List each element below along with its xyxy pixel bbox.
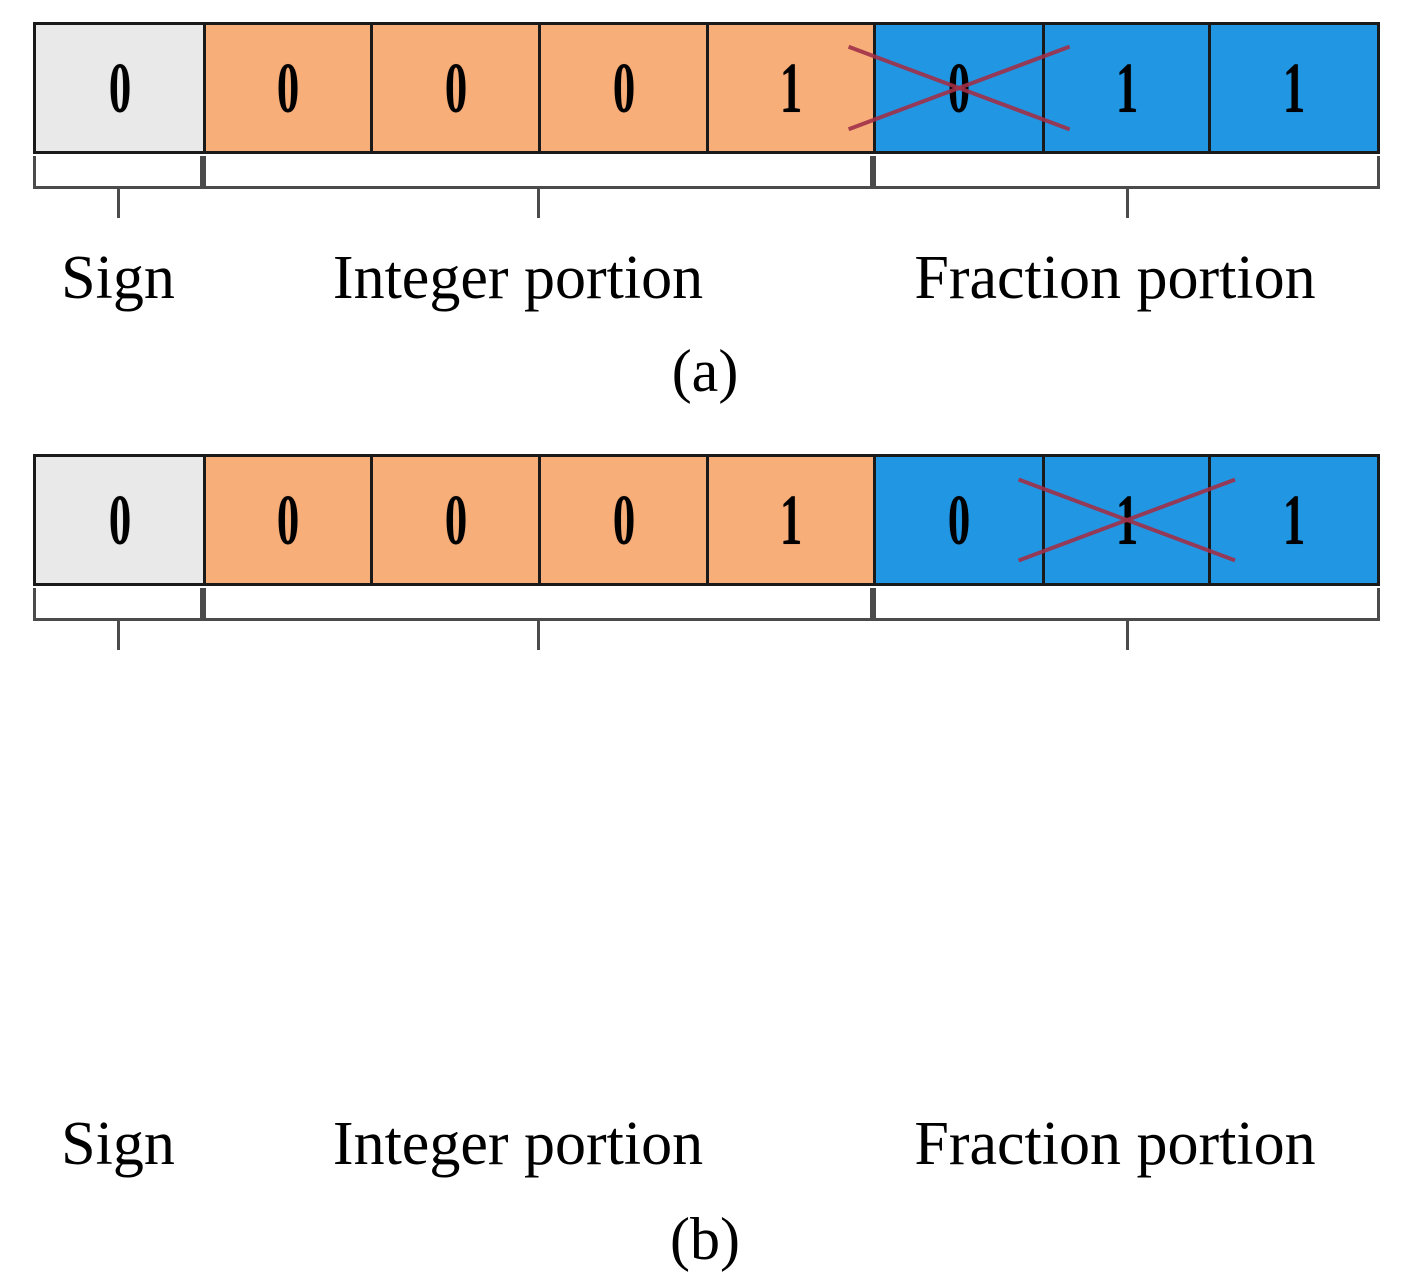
brace-layer-a [0, 156, 1410, 226]
brace-tick-right [870, 156, 873, 189]
bit-cell-a-2[interactable]: 0 [373, 25, 541, 151]
brace-tick-left [33, 588, 36, 621]
brace-pointer [117, 186, 120, 218]
bit-cell-a-7[interactable]: 1 [1211, 25, 1377, 151]
brace-tick-right [1377, 156, 1380, 189]
brace-tick-left [33, 156, 36, 189]
bit-value: 0 [947, 48, 971, 128]
brace-tick-left [873, 156, 876, 189]
label-integer-a: Integer portion [332, 244, 704, 312]
bit-field-row-a: 0 0 0 0 1 0 1 1 [33, 22, 1380, 154]
brace-tick-right [200, 156, 203, 189]
brace-pointer [537, 186, 540, 218]
brace-tick-left [873, 588, 876, 621]
bit-cell-b-2[interactable]: 0 [373, 457, 541, 583]
bit-value: 0 [444, 480, 467, 560]
brace-tick-left [203, 588, 206, 621]
bit-cell-b-3[interactable]: 0 [541, 457, 709, 583]
bit-cell-a-4[interactable]: 1 [709, 25, 876, 151]
bit-value: 1 [1115, 480, 1138, 560]
label-sign-b: Sign [61, 1110, 175, 1178]
brace-integer-a [203, 156, 873, 218]
brace-integer-b [203, 588, 873, 650]
bit-cell-b-7[interactable]: 1 [1211, 457, 1377, 583]
brace-fraction-b [873, 588, 1380, 650]
bit-value: 0 [947, 480, 971, 560]
group-labels-b: Sign Integer portion Fraction portion [0, 1104, 1410, 1188]
bit-value: 1 [779, 480, 803, 560]
bit-cell-a-6[interactable]: 1 [1045, 25, 1211, 151]
label-fraction-a: Fraction portion [914, 244, 1316, 312]
brace-pointer [1125, 618, 1129, 650]
brace-pointer [1125, 186, 1129, 218]
bit-cell-a-3[interactable]: 0 [541, 25, 709, 151]
bit-cell-a-1[interactable]: 0 [206, 25, 373, 151]
brace-tick-left [203, 156, 206, 189]
bit-value: 1 [779, 48, 803, 128]
brace-layer-b [0, 588, 1410, 658]
bit-value: 0 [108, 480, 131, 560]
bit-value: 0 [444, 48, 467, 128]
brace-tick-right [200, 588, 203, 621]
figure-caption-b: (b) [670, 1206, 740, 1272]
bit-cell-b-1[interactable]: 0 [206, 457, 373, 583]
brace-sign-b [33, 588, 203, 650]
brace-sign-a [33, 156, 203, 218]
bit-value: 1 [1282, 480, 1306, 560]
bit-cell-b-6[interactable]: 1 [1045, 457, 1211, 583]
bit-field-row-b: 0 0 0 0 1 0 1 1 [33, 454, 1380, 586]
bit-value: 1 [1282, 48, 1306, 128]
figure-a: 0 0 0 0 1 0 1 1 [0, 0, 1410, 430]
brace-fraction-a [873, 156, 1380, 218]
bit-value: 0 [612, 48, 635, 128]
bit-cell-a-0[interactable]: 0 [36, 25, 206, 151]
bit-cell-b-5[interactable]: 0 [876, 457, 1045, 583]
figure-b: 0 0 0 0 1 0 1 1 [0, 432, 1410, 1272]
bit-cell-b-0[interactable]: 0 [36, 457, 206, 583]
bit-cell-a-5[interactable]: 0 [876, 25, 1045, 151]
brace-pointer [117, 618, 120, 650]
label-sign-a: Sign [61, 244, 175, 312]
brace-pointer [537, 618, 540, 650]
bit-value: 0 [108, 48, 131, 128]
bit-value: 0 [612, 480, 635, 560]
group-labels-a: Sign Integer portion Fraction portion [0, 238, 1410, 322]
bit-value: 0 [276, 48, 300, 128]
brace-tick-right [870, 588, 873, 621]
bit-value: 1 [1115, 48, 1138, 128]
bit-cell-b-4[interactable]: 1 [709, 457, 876, 583]
brace-tick-right [1377, 588, 1380, 621]
figure-caption-a: (a) [671, 338, 739, 404]
label-integer-b: Integer portion [332, 1110, 704, 1178]
label-fraction-b: Fraction portion [914, 1110, 1316, 1178]
bit-value: 0 [276, 480, 300, 560]
